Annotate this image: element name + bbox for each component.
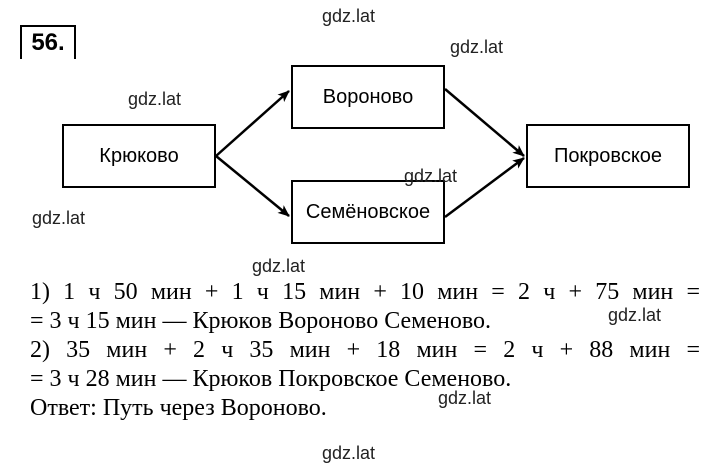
watermark: gdz.lat [128, 89, 182, 109]
watermark: gdz.lat [252, 256, 306, 276]
solution-line-2: = 3 ч 15 мин — Крюков Вороново Семеново. [30, 308, 492, 334]
node-semenovskoe: Семёновское [291, 180, 445, 244]
solution-line-1: 1) 1 ч 50 мин + 1 ч 15 мин + 10 мин = 2 … [30, 279, 700, 305]
edge-kryukovo-voronovo [215, 90, 290, 157]
watermark: gdz.lat [438, 388, 492, 408]
solution-line-3: 2) 35 мин + 2 ч 35 мин + 18 мин = 2 ч + … [30, 337, 700, 363]
node-pokrovskoe: Покровское [526, 124, 690, 188]
edge-kryukovo-semenovskoe [215, 155, 290, 217]
watermark: gdz.lat [32, 208, 86, 228]
watermark: gdz.lat [322, 6, 376, 26]
watermark: gdz.lat [404, 166, 458, 186]
watermark: gdz.lat [450, 37, 504, 57]
edge-semenovskoe-pokrovskoe [444, 156, 525, 219]
edge-voronovo-pokrovskoe [444, 88, 525, 157]
solution-text: 1) 1 ч 50 мин + 1 ч 15 мин + 10 мин = 2 … [30, 278, 700, 423]
watermark: gdz.lat [322, 443, 376, 463]
node-voronovo: Вороново [291, 65, 445, 129]
answer-line: Ответ: Путь через Вороново. [30, 395, 327, 421]
watermark: gdz.lat [608, 305, 662, 325]
solution-line-4: = 3 ч 28 мин — Крюков Покровское Семенов… [30, 366, 512, 392]
problem-number: 56. [20, 25, 76, 59]
node-kryukovo: Крюково [62, 124, 216, 188]
